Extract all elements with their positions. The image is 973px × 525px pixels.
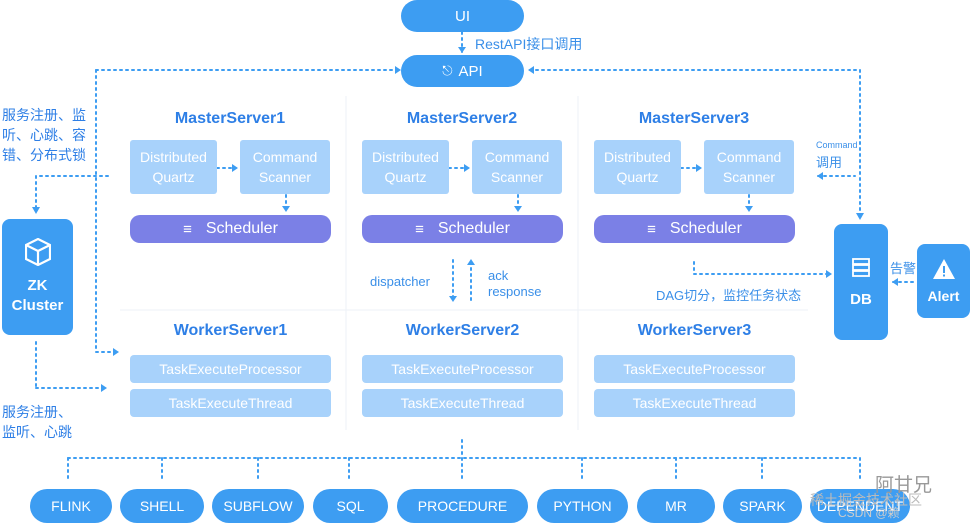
scheduler-bar: ≡ Scheduler [594,215,795,243]
dispatcher-label: dispatcher [370,274,430,289]
task-type-pill: FLINK [30,489,112,523]
watermark-csdn: CSDN @赖 [838,506,900,520]
api-label: API [458,62,483,80]
rest-api-label: RestAPI接口调用 [475,36,583,52]
zk-note-top-line: 服务注册、监 [2,107,86,123]
box-line: Scanner [490,169,544,185]
box-line: Command [252,149,318,165]
task-type-pill: SUBFLOW [212,489,304,523]
zk-note-bottom-line: 监听、心跳 [2,424,72,440]
task-type-pill: DEPENDENT [810,489,910,523]
zk-note-top-line: 听、心跳、容 [2,127,86,143]
box-line: Scanner [258,169,312,185]
command-tiny-label: Command [816,140,858,150]
zk-label: ZK [27,277,48,294]
box-line: Scanner [722,169,776,185]
alert-call-label: 告警 [890,261,917,276]
task-execute-processor: TaskExecuteProcessor [362,355,563,383]
task-execute-thread: TaskExecuteThread [594,389,795,417]
zk-note-bottom-line: 服务注册、 [2,404,72,420]
ui-node: UI [401,0,524,32]
box-line: Quartz [616,169,659,185]
box-line: Quartz [152,169,195,185]
database-icon: ≡ [415,220,424,238]
server-icon [852,257,870,277]
plug-icon: ⎋ [442,63,453,78]
worker-title: WorkerServer1 [173,322,288,339]
worker-title: WorkerServer3 [637,322,752,339]
zk-note-top-line: 错、分布式锁 [2,147,86,163]
task-type-pill: SPARK [723,489,802,523]
watermark-name: 阿甘兄 [875,475,933,496]
api-node: ⎋ API [401,55,524,87]
box-line: Distributed [372,149,439,165]
box-line: Command [484,149,550,165]
ack-label: ack response [488,268,541,300]
task-type-pill: PYTHON [537,489,628,523]
database-icon: ≡ [647,220,656,238]
task-execute-processor: TaskExecuteProcessor [130,355,331,383]
box-line: Quartz [384,169,427,185]
database-icon: ≡ [183,220,192,238]
task-execute-thread: TaskExecuteThread [130,389,331,417]
master-title: MasterServer1 [174,110,286,127]
scheduler-bar: ≡ Scheduler [362,215,563,243]
master-title: MasterServer2 [406,110,518,127]
box-line: Distributed [140,149,207,165]
watermark-sub: 稀土掘金技术社区 [810,492,922,508]
task-type-pill: SHELL [120,489,204,523]
ack-line: response [488,284,542,299]
db-node: DB [834,224,888,340]
box-line: Distributed [604,149,671,165]
master-title: MasterServer3 [638,110,750,127]
dag-label: DAG切分，监控任务状态 [656,288,802,303]
alert-node: Alert [917,244,970,318]
task-type-pill: SQL [313,489,388,523]
box-line: Command [716,149,782,165]
zk-note-top: 服务注册、监 听、心跳、容 错、分布式锁 [2,105,86,165]
task-type-pill: MR [637,489,715,523]
ack-line: ack [488,268,509,283]
worker-title: WorkerServer2 [405,322,520,339]
command-call-label: 调用 [816,155,843,170]
ui-label: UI [455,7,470,25]
task-type-pill: PROCEDURE [397,489,528,523]
scheduler-label: Scheduler [437,220,510,237]
scheduler-label: Scheduler [205,220,278,237]
task-execute-thread: TaskExecuteThread [362,389,563,417]
zk-label: Cluster [11,297,64,314]
scheduler-label: Scheduler [669,220,742,237]
cube-icon [24,238,51,266]
alert-label: Alert [927,288,960,304]
task-execute-processor: TaskExecuteProcessor [594,355,795,383]
db-label: DB [850,290,872,308]
scheduler-bar: ≡ Scheduler [130,215,331,243]
zk-cluster-node: ZK Cluster [2,219,73,335]
zk-note-bottom: 服务注册、 监听、心跳 [2,402,72,442]
warning-icon [932,259,955,279]
